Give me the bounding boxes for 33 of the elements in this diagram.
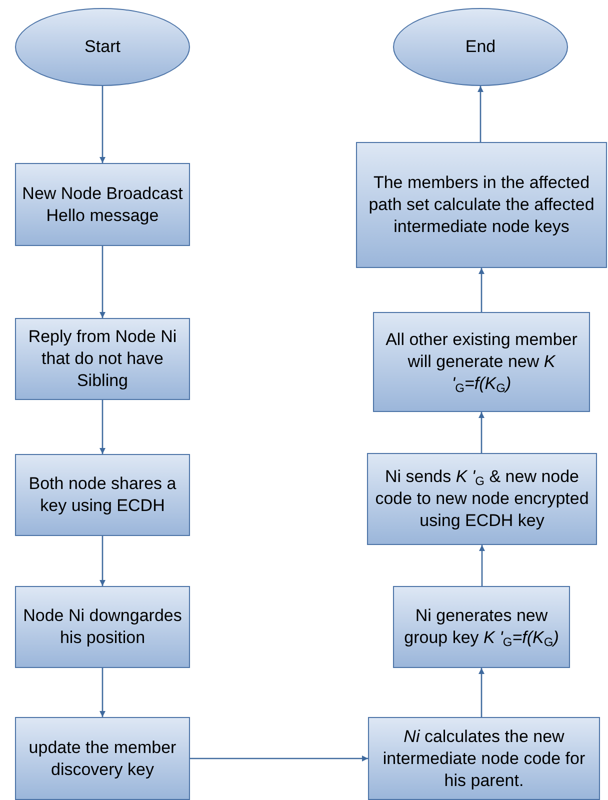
process-box (367, 453, 597, 545)
node-label: Start (84, 36, 120, 58)
process-box (15, 717, 190, 800)
arrow (478, 86, 484, 142)
node-label: Ni calculates the new intermediate node code for his parent. (382, 726, 586, 792)
node-label: New Node Broadcast Hello message (21, 182, 184, 226)
arrow (100, 400, 106, 454)
arrow (100, 246, 106, 318)
arrow (478, 268, 484, 312)
arrow (100, 86, 106, 163)
node-label: All other existing member will generate new K '$_{G}$=f(K$_{G}$) (384, 329, 578, 395)
node-label: Reply from Node Ni that do not have Sibling (27, 326, 178, 392)
node-label: Ni generates new group key K '$_{G}$=f(K$_{G}$) (403, 605, 560, 649)
arrow (100, 536, 106, 586)
node-label: The members in the affected path set calculate the affected intermediate node keys (368, 172, 596, 238)
arrow (190, 756, 368, 762)
arrow (100, 668, 106, 717)
node-label: Both node shares a key using ECDH (28, 473, 178, 517)
process-box (393, 586, 570, 668)
process-box (15, 163, 190, 246)
process-box (15, 318, 190, 400)
arrow (478, 412, 484, 453)
arrow (478, 668, 484, 717)
node-label: Node Ni downgardes his position (22, 605, 183, 649)
arrow (479, 545, 485, 586)
process-box (368, 717, 600, 800)
node-label: update the member discovery key (28, 736, 178, 780)
process-box (356, 142, 607, 268)
process-box (15, 454, 190, 536)
process-box (373, 312, 590, 412)
process-box (15, 586, 190, 668)
node-label: Ni sends K '$_{G}$ & new node code to new node encrypted using ECDH key (374, 466, 590, 532)
node-label: End (465, 36, 496, 58)
